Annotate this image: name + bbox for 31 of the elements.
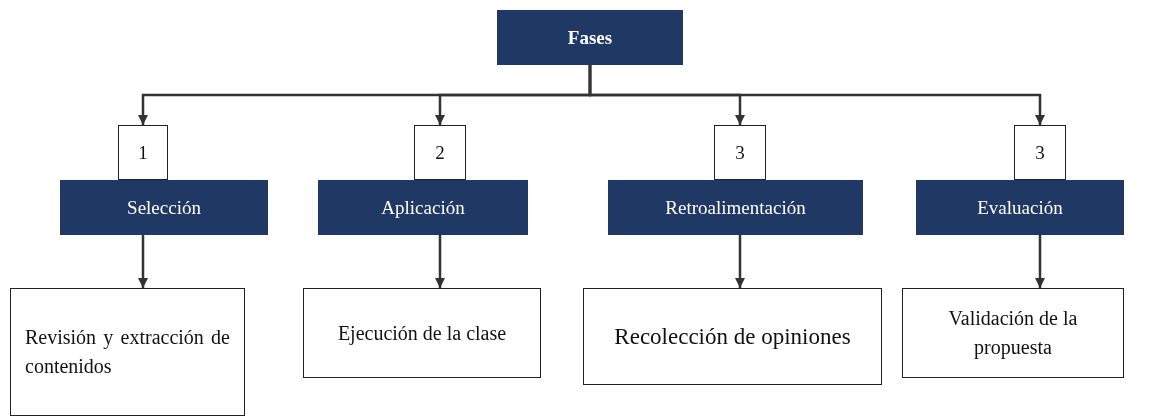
label: Recolección de opiniones bbox=[614, 322, 851, 351]
label: 3 bbox=[735, 141, 745, 164]
title-box bbox=[497, 10, 683, 65]
label: Revisión y extracción de contenidos bbox=[25, 325, 230, 379]
description-box bbox=[583, 288, 882, 385]
arrow bbox=[588, 65, 1045, 125]
phase-box bbox=[608, 180, 863, 235]
description-box bbox=[303, 288, 541, 378]
arrow bbox=[735, 235, 745, 288]
phase-box bbox=[916, 180, 1124, 235]
phase-box bbox=[60, 180, 268, 235]
number-box bbox=[1014, 125, 1066, 180]
label: Retroalimentación bbox=[665, 196, 806, 219]
label: 1 bbox=[138, 141, 148, 164]
label: Evaluación bbox=[977, 196, 1063, 219]
label: 3 bbox=[1035, 141, 1045, 164]
phase-box bbox=[318, 180, 528, 235]
description-box bbox=[902, 288, 1124, 378]
description-box bbox=[10, 288, 245, 416]
label: Fases bbox=[567, 26, 613, 49]
arrow bbox=[1035, 235, 1045, 288]
label: Aplicación bbox=[381, 196, 465, 219]
number-box bbox=[118, 125, 168, 180]
label: Validación de la propuesta bbox=[947, 306, 1079, 361]
label: Selección bbox=[127, 196, 201, 219]
number-box bbox=[414, 125, 466, 180]
arrow bbox=[138, 235, 148, 288]
arrow bbox=[435, 235, 445, 288]
label: Ejecución de la clase bbox=[337, 320, 507, 347]
label: 2 bbox=[435, 141, 445, 164]
number-box bbox=[714, 125, 766, 180]
